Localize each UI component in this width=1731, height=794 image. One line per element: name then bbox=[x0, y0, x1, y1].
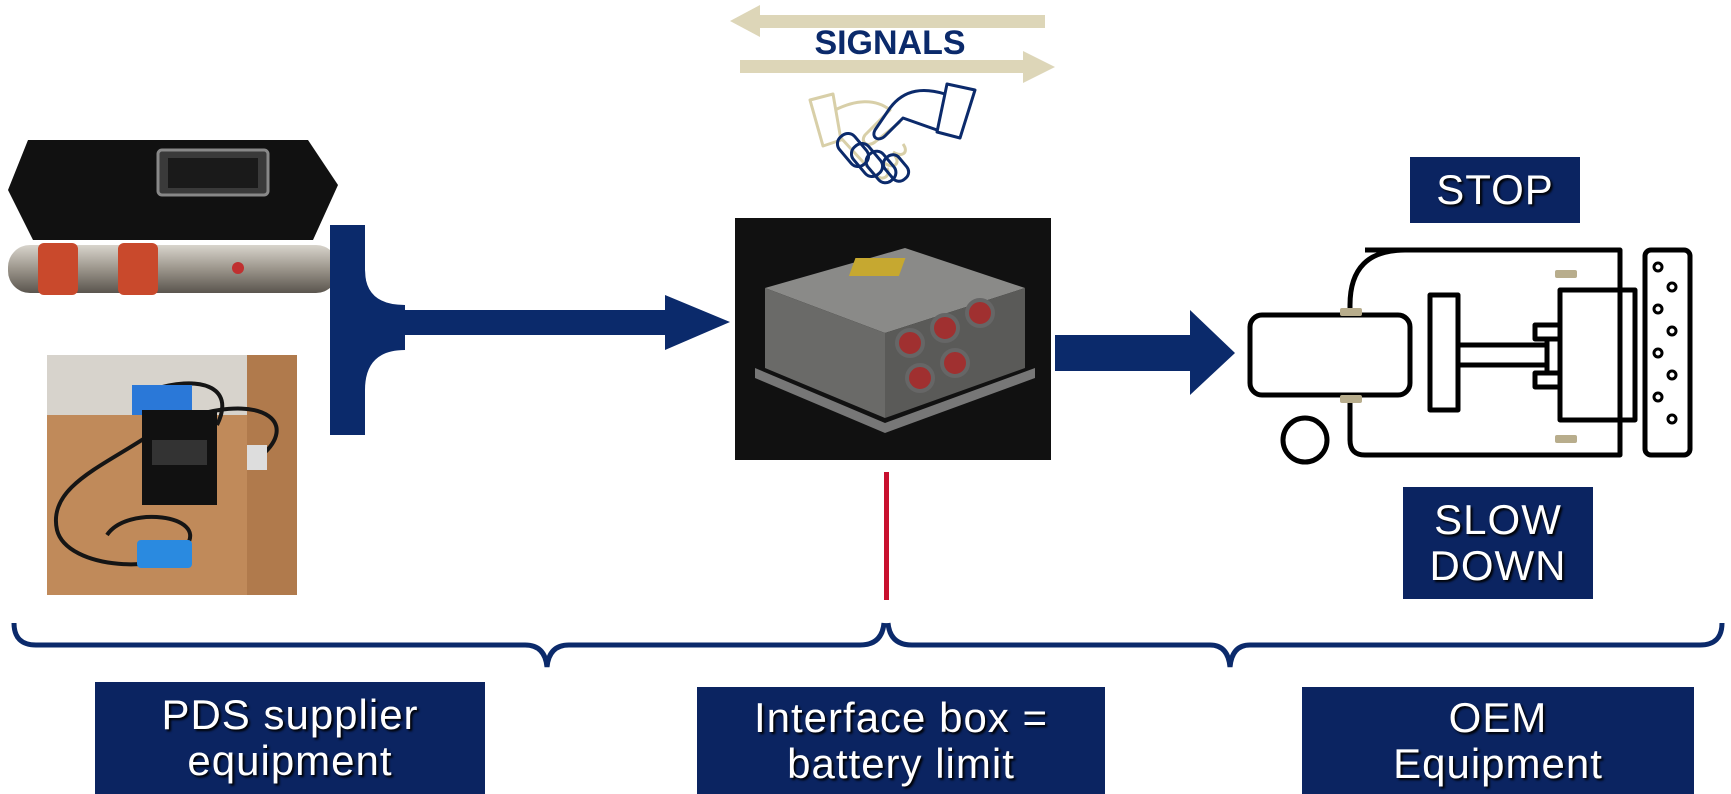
interface-line1: Interface box = bbox=[753, 693, 1048, 741]
oem-line1: OEM bbox=[1448, 693, 1548, 741]
slow-text: SLOW bbox=[1434, 496, 1562, 543]
pds-sensor-photo bbox=[8, 140, 338, 295]
signals-arrows bbox=[730, 5, 1055, 83]
interface-line2: battery limit bbox=[787, 739, 1015, 787]
output-arrow-icon bbox=[1055, 310, 1235, 395]
pds-device-photo bbox=[47, 355, 297, 595]
slow-down-label: SLOW DOWN bbox=[1403, 487, 1593, 599]
brace-left bbox=[11, 622, 887, 668]
stop-label: STOP bbox=[1410, 157, 1580, 223]
pds-line1: PDS supplier bbox=[161, 691, 419, 738]
section-braces bbox=[11, 622, 1725, 668]
signals-label: SIGNALS bbox=[814, 24, 966, 62]
signal-arrow-right-icon bbox=[740, 51, 1055, 83]
battery-limit-line bbox=[884, 472, 889, 600]
pds-supplier-label: PDS supplier equipment bbox=[95, 682, 485, 794]
stop-text: STOP bbox=[1436, 166, 1554, 213]
merge-arrow-icon bbox=[330, 225, 730, 435]
shuttle-car-icon bbox=[1247, 247, 1693, 465]
brace-right bbox=[885, 622, 1725, 668]
oem-line2: Equipment bbox=[1393, 739, 1603, 787]
down-text: DOWN bbox=[1429, 542, 1567, 589]
handshake-icon bbox=[808, 82, 977, 185]
oem-equipment-label: OEM Equipment bbox=[1302, 687, 1694, 794]
signal-arrow-left-icon bbox=[730, 5, 1045, 37]
pds-line2: equipment bbox=[187, 737, 393, 784]
interface-box-label: Interface box = battery limit bbox=[697, 687, 1105, 794]
interface-box-photo bbox=[735, 218, 1051, 460]
